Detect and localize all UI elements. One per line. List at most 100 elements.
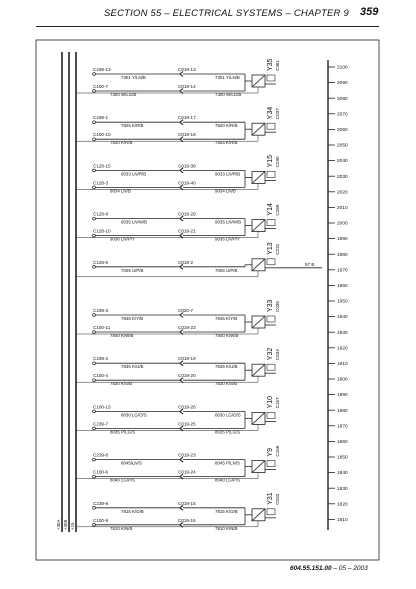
wire-code: 7300 W/LG/B [215, 92, 241, 97]
wire-code: 7845 K/Y/B [121, 316, 143, 321]
left-connector-label: C128-5 [93, 260, 109, 265]
component-id: Y15 [267, 155, 274, 168]
terminal-circle [92, 474, 96, 479]
scale-label: 1960 [337, 283, 348, 289]
left-connector-label: C239-7 [93, 421, 109, 426]
connector-arrow [179, 329, 184, 335]
mid-connector-label: C019-25 [178, 421, 196, 426]
wire-code: 8035 P/LG/S [215, 429, 240, 434]
coil-terminal [266, 122, 276, 130]
scale-label: 1820 [337, 501, 348, 507]
solenoid-diagonal [251, 219, 266, 232]
component-id: Y31 [267, 492, 274, 505]
wire-code: 9036 LN/P/Y [110, 237, 135, 242]
wire-code: 7845 K/Y/B [215, 316, 237, 321]
wire-code: 7810 K/N/B [215, 526, 238, 531]
scale-label: 1880 [337, 408, 348, 414]
wire-code: 7820 K/R/B [215, 123, 238, 128]
connector-arrow [179, 377, 184, 384]
mid-connector-label: C019-40 [178, 180, 196, 185]
component-code: C157 [275, 397, 280, 408]
page-header: SECTION 55 – ELECTRICAL SYSTEMS – CHAPTE… [0, 6, 416, 27]
solenoid-diagonal [251, 122, 266, 136]
scale-label: 2020 [337, 189, 348, 195]
component-code: C034 [275, 349, 280, 360]
wire-code: 7815 K/O/B [121, 509, 144, 514]
coil-terminal [266, 74, 276, 82]
component-id: Y9 [267, 448, 274, 457]
mid-connector-label: C019-15 [178, 501, 196, 506]
wire-code: 7825 K/R/B [121, 123, 144, 128]
solenoid-diagonal [251, 460, 266, 473]
connector-arrow [179, 167, 184, 174]
wire-code: 7835 K/U/B [215, 364, 238, 369]
terminal-circle [92, 426, 96, 431]
scale-label: 1950 [337, 299, 348, 305]
terminal-circle [92, 409, 96, 414]
terminal-circle [92, 265, 96, 269]
bus-label: +30B [63, 520, 68, 530]
scale-label: 2010 [337, 205, 348, 211]
wire-code: 7301 Y/LN/B [121, 75, 146, 80]
connector-arrow [179, 408, 184, 415]
wire-code: 7005 U/P/B [121, 268, 144, 273]
scale-label: 2100 [337, 65, 348, 71]
scale-label: 1920 [337, 345, 348, 351]
scale-label: 1970 [337, 267, 348, 273]
wire-code: 7815 K/O/B [215, 509, 238, 514]
solenoid-diagonal [251, 171, 266, 184]
connector-arrow [179, 263, 184, 270]
connector-arrow [179, 456, 184, 463]
connector-arrow [179, 521, 184, 528]
scale-label: 1900 [337, 377, 348, 383]
scale-label: 1840 [337, 470, 348, 476]
header-rule [36, 26, 379, 27]
coil-terminal [266, 219, 276, 226]
bus-label: +15 [70, 522, 75, 530]
component-id: Y33 [267, 299, 274, 312]
component-code: C289 [275, 204, 280, 215]
scale-label: 1860 [337, 439, 348, 445]
section-title: SECTION 55 – ELECTRICAL SYSTEMS – CHAPTE… [104, 8, 349, 19]
solenoid-diagonal [251, 363, 266, 377]
wire-code: 7840 K/W/B [215, 333, 238, 338]
left-connector-label: C100-6 [93, 470, 109, 475]
connector-arrow [179, 71, 184, 77]
wire-code: 9033 LN/R/B [215, 171, 240, 176]
scale-label: 2090 [337, 80, 348, 86]
component-code: C156 [275, 445, 280, 456]
connector-arrow [179, 312, 184, 318]
connector-arrow [179, 184, 184, 191]
terminal-circle [92, 523, 96, 527]
scale-label: 1810 [337, 517, 348, 523]
mid-connector-label: C020-7 [178, 308, 194, 313]
wire-code: 9035 LN/W/B [215, 220, 241, 225]
scale-label: 2050 [337, 143, 348, 149]
scale-label: 1990 [337, 236, 348, 242]
terminal-circle [92, 137, 96, 141]
connector-arrow [179, 360, 184, 367]
wire-code: 8035 P/LG/S [110, 429, 135, 434]
left-connector-label: C128-10 [93, 229, 111, 234]
mid-connector-label: C019-29 [178, 212, 196, 217]
mid-connector-label: C019-16 [178, 518, 196, 523]
mid-connector-label: C019-39 [178, 163, 196, 168]
document-date: – 05 – 2003 [331, 565, 368, 572]
scale-label: 1870 [337, 423, 348, 429]
terminal-circle [92, 216, 96, 221]
mid-connector-label: C019-13 [178, 67, 196, 72]
wire-code: 7835 K/U/B [121, 364, 144, 369]
wire-code: 9035 LN/W/B [121, 220, 147, 225]
left-connector-label: C100-13 [93, 404, 111, 409]
wire-code: 8030 LG/O/S [215, 412, 241, 417]
terminal-circle [92, 168, 96, 173]
terminal-circle [92, 313, 96, 317]
connector-arrow [179, 88, 184, 94]
left-connector-label: C128-3 [93, 180, 109, 185]
wire-code: 7820 K/R/B [110, 140, 133, 145]
wire-code: 8045 P/LN/S [215, 461, 240, 466]
mid-connector-label: C019-20 [178, 373, 196, 378]
scale-label: 2000 [337, 221, 348, 227]
left-connector-label: C128-8 [93, 212, 109, 217]
